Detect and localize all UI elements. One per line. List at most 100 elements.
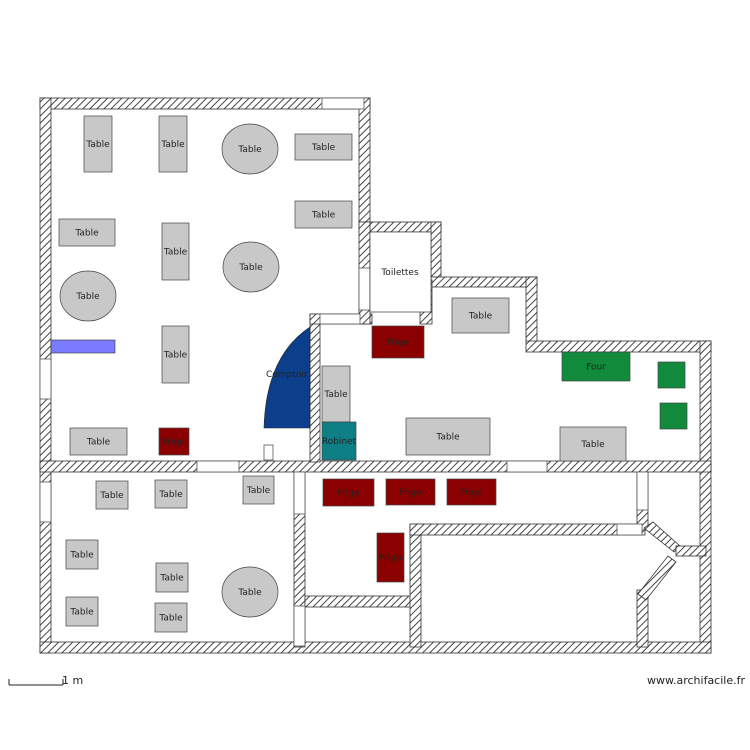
- round-table: [221, 566, 279, 618]
- door-opening: [293, 605, 306, 647]
- table: [321, 365, 351, 423]
- table-label: Table: [158, 614, 183, 624]
- door-opening: [636, 471, 649, 511]
- door-opening: [616, 523, 643, 536]
- wall: [643, 521, 681, 553]
- table: [58, 218, 116, 247]
- frigo: [371, 325, 425, 359]
- table: [69, 427, 128, 456]
- table-label: Table: [246, 486, 271, 496]
- table: [155, 562, 189, 593]
- wall: [39, 460, 712, 473]
- round-table-label: Table: [237, 588, 262, 598]
- window-opening: [321, 97, 365, 110]
- door-opening: [319, 313, 361, 325]
- openings: [39, 97, 649, 647]
- table-label: Table: [311, 211, 336, 221]
- table-label: Table: [74, 229, 99, 239]
- wall: [39, 97, 371, 110]
- table: [154, 602, 188, 633]
- table-label: Table: [69, 608, 94, 618]
- frigo: [385, 478, 436, 506]
- wall: [358, 97, 371, 223]
- table-label: Table: [580, 440, 605, 450]
- green-unit: [657, 361, 686, 389]
- table: [65, 596, 99, 627]
- wall: [309, 313, 321, 463]
- table: [161, 222, 190, 281]
- table-label: Table: [468, 312, 493, 322]
- table-label: Table: [311, 143, 336, 153]
- table-label: Table: [159, 574, 184, 584]
- frigo: [322, 478, 375, 507]
- round-table-label: Table: [237, 145, 262, 155]
- oven: [561, 351, 631, 382]
- scale-line-icon: [8, 679, 64, 686]
- robinet-sink: [321, 421, 357, 461]
- oven-label: Four: [586, 363, 606, 373]
- table: [405, 417, 491, 456]
- table-label: Table: [69, 551, 94, 561]
- door-opening: [358, 267, 371, 311]
- table: [294, 200, 353, 229]
- table-label: Table: [158, 490, 183, 500]
- door-opening: [196, 460, 240, 473]
- door-opening: [293, 471, 306, 515]
- round-table-label: Table: [238, 263, 263, 273]
- wall: [430, 221, 442, 278]
- table-label: Table: [163, 351, 188, 361]
- wall: [637, 555, 677, 601]
- wall: [39, 641, 712, 654]
- wall: [699, 340, 712, 654]
- table: [451, 297, 510, 334]
- comptoir-label: Comptoir: [266, 370, 308, 380]
- table-label: Table: [99, 491, 124, 501]
- frigo-label: Frigo: [163, 438, 185, 448]
- comptoir-counter: [263, 326, 311, 429]
- green-unit: [659, 402, 688, 430]
- wall: [675, 545, 707, 557]
- toilettes-label: Toilettes: [380, 268, 419, 278]
- door-opening: [39, 481, 52, 523]
- table-label: Table: [85, 140, 110, 150]
- table: [161, 325, 190, 384]
- table-label: Table: [323, 390, 348, 400]
- wall: [525, 276, 538, 343]
- table: [242, 475, 275, 505]
- frigo-label: Frigo: [338, 489, 360, 499]
- wall: [409, 523, 422, 648]
- round-table-label: Table: [75, 292, 100, 302]
- frigo: [158, 427, 190, 456]
- wall: [409, 523, 646, 536]
- table: [559, 426, 627, 462]
- frigo-label: Frigo: [387, 338, 409, 348]
- table-label: Table: [163, 248, 188, 258]
- watermark-text: www.archifacile.fr: [647, 674, 746, 687]
- table: [154, 479, 188, 509]
- table-label: Table: [86, 438, 111, 448]
- table: [83, 115, 113, 173]
- toilettes-room: [369, 231, 432, 313]
- door-opening: [39, 358, 52, 400]
- round-table: [221, 123, 279, 175]
- table: [158, 115, 188, 173]
- table-label: Table: [435, 433, 460, 443]
- frigo-label: Frigo: [400, 488, 422, 498]
- table: [294, 133, 353, 161]
- blue-bench: [50, 339, 116, 354]
- frigo: [376, 532, 405, 583]
- frigo-label: Frigo: [380, 554, 402, 564]
- door-opening: [506, 460, 548, 473]
- wall: [304, 595, 416, 608]
- wall: [430, 276, 538, 288]
- wall: [525, 340, 712, 353]
- round-table: [59, 270, 117, 322]
- frigo-label: Frigo: [461, 488, 483, 498]
- small-post: [263, 444, 274, 461]
- table: [95, 480, 129, 510]
- frigo: [446, 478, 497, 506]
- scale-label: 1 m: [62, 674, 84, 687]
- table-label: Table: [160, 140, 185, 150]
